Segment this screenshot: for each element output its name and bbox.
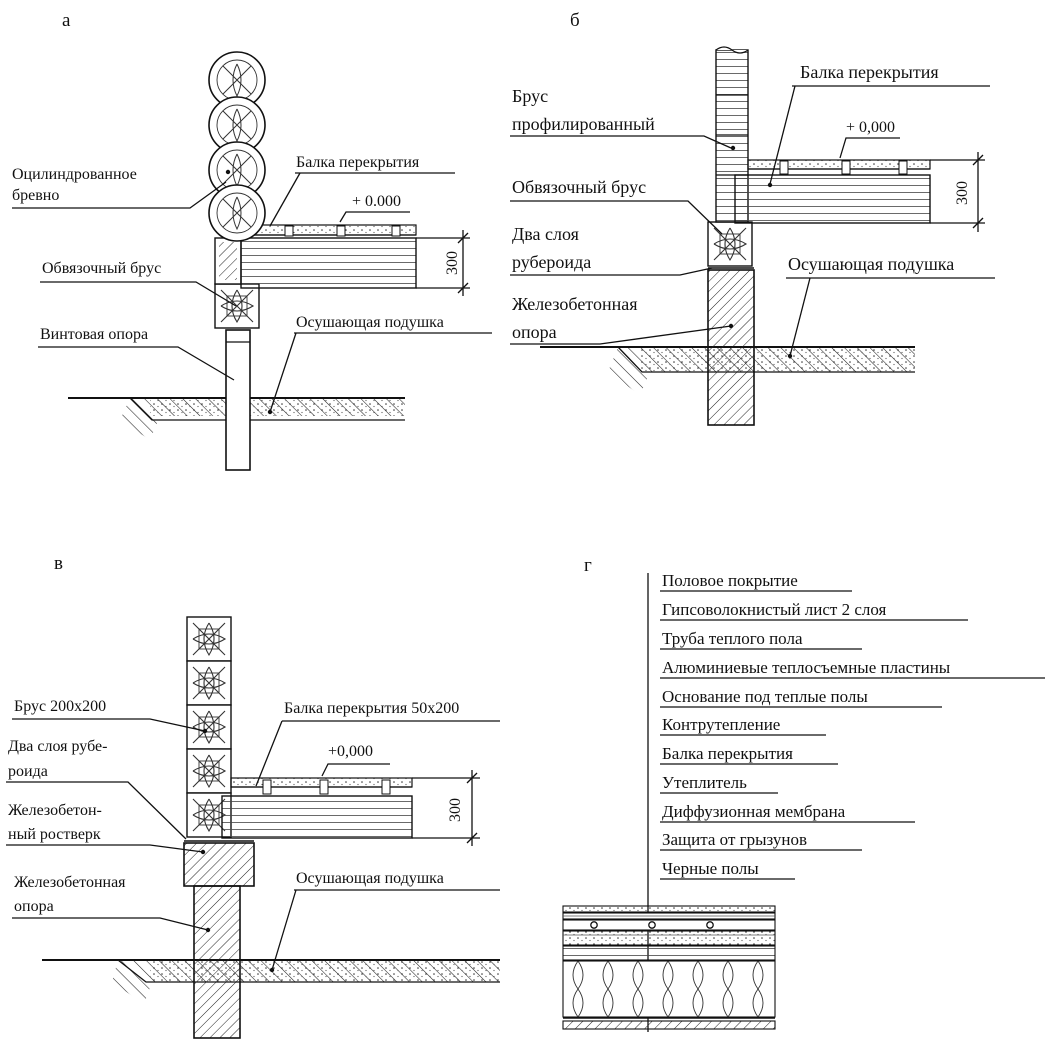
detail-b-support-label-1: Железобетонная [512, 294, 637, 314]
layer-label: Гипсоволокнистый лист 2 слоя [662, 600, 887, 619]
detail-a: а [12, 10, 492, 471]
detail-g-layer-labels: Половое покрытие Гипсоволокнистый лист 2… [660, 571, 1045, 880]
detail-v-beam-label: Балка перекрытия 50х200 [284, 700, 459, 717]
layer-label: Основание под теплые полы [662, 687, 868, 706]
detail-v-floor-beam [221, 777, 413, 839]
detail-v-dim-300: 300 [447, 798, 464, 822]
detail-a-screw-pile [225, 329, 251, 471]
detail-a-support-label: Винтовая опора [40, 326, 148, 343]
detail-a-cushion-label: Осушающая подушка [296, 314, 444, 331]
detail-b-level: + 0,000 [839, 119, 900, 159]
detail-v-support-label-2: опора [14, 898, 54, 915]
detail-b: б [510, 10, 995, 426]
detail-g: г Половое покрытие Гипсоволокнистый лист… [562, 555, 1045, 1032]
detail-b-roof-label-2: рубероида [512, 252, 591, 272]
layer-label: Защита от грызунов [662, 830, 807, 849]
detail-v-level-value: +0,000 [328, 743, 373, 760]
layer-label: Труба теплого пола [662, 629, 803, 648]
detail-b-beam-label: Балка перекрытия [800, 62, 939, 82]
detail-v-grillage [183, 842, 255, 887]
detail-b-letter: б [570, 10, 580, 31]
detail-v-roof-label-1: Два слоя рубе- [8, 738, 107, 755]
detail-v-dimension: 300 [412, 770, 480, 846]
detail-v: в [6, 553, 500, 1039]
detail-b-timber-label-1: Брус [512, 86, 548, 106]
detail-b-roof-label-1: Два слоя [512, 224, 579, 244]
detail-v-concrete-support [193, 885, 241, 1039]
detail-g-letter: г [584, 555, 592, 576]
detail-b-sill-beam [707, 221, 753, 267]
detail-b-timber-label-2: профилированный [512, 114, 655, 134]
detail-g-floor-section [562, 905, 776, 1030]
detail-a-log-label-2: бревно [12, 187, 59, 204]
detail-a-dim-300: 300 [444, 251, 461, 275]
detail-v-timber-label: Брус 200х200 [14, 698, 106, 715]
detail-v-level: +0,000 [321, 743, 390, 777]
detail-v-grill-label-2: ный ростверк [8, 826, 101, 843]
detail-a-ground [68, 397, 405, 440]
detail-v-support-label-1: Железобетонная [14, 874, 126, 891]
detail-a-letter: а [62, 10, 71, 31]
detail-v-cushion-label: Осушающая подушка [296, 870, 444, 887]
layer-label: Половое покрытие [662, 571, 798, 590]
layer-label: Утеплитель [662, 773, 747, 792]
detail-a-dimension: 300 [416, 230, 470, 296]
detail-b-timber-wall [715, 46, 749, 223]
detail-a-sill-beam [214, 237, 260, 329]
detail-b-concrete-support [707, 269, 755, 426]
detail-v-roof-label-2: роида [8, 763, 48, 780]
detail-a-level: + 0.000 [339, 193, 410, 223]
detail-b-dim-300: 300 [954, 181, 971, 205]
detail-b-floor-beam [734, 159, 931, 224]
detail-b-dimension: 300 [930, 152, 985, 232]
detail-b-sill-label: Обвязочный брус [512, 177, 646, 197]
detail-b-level-value: + 0,000 [846, 119, 895, 136]
layer-label: Диффузионная мембрана [662, 802, 846, 821]
detail-a-log-label-1: Оцилиндрованное [12, 166, 137, 183]
detail-v-letter: в [54, 553, 63, 574]
detail-b-cushion-label: Осушающая подушка [788, 254, 954, 274]
detail-a-level-value: + 0.000 [352, 193, 401, 210]
detail-v-grill-label-1: Железобетон- [8, 802, 102, 819]
layer-label: Черные полы [662, 859, 759, 878]
layer-label: Алюминиевые теплосъемные пластины [662, 658, 951, 677]
layer-label: Балка перекрытия [662, 744, 793, 763]
layer-label: Контрутепление [662, 715, 780, 734]
detail-a-logs [208, 51, 266, 242]
detail-b-support-label-2: опора [512, 322, 557, 342]
detail-a-floor-beam [240, 224, 417, 289]
detail-a-beam-label: Балка перекрытия [296, 154, 420, 171]
detail-v-ground [42, 959, 500, 1004]
detail-a-sill-label: Обвязочный брус [42, 260, 161, 277]
